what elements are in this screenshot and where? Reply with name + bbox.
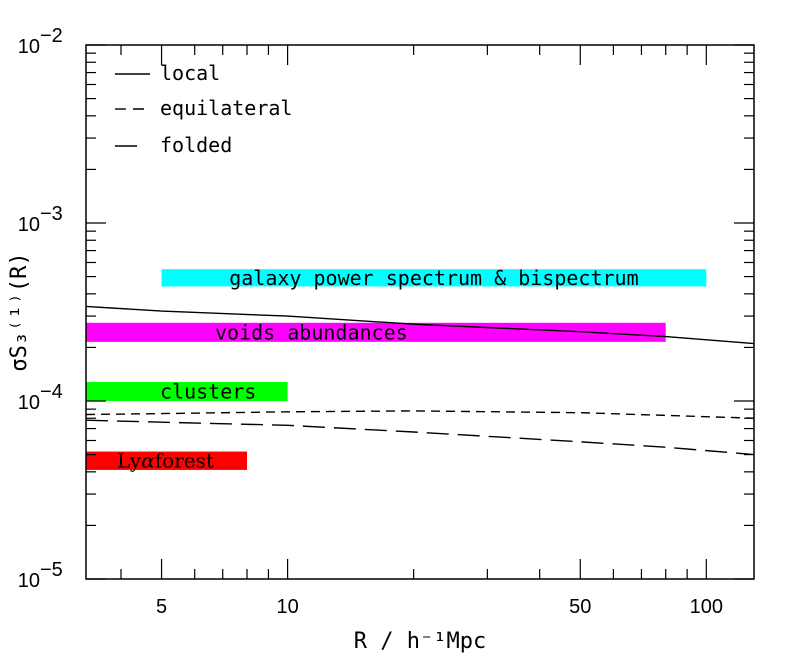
band-label-2: clusters — [160, 379, 256, 403]
legend-label-local: local — [160, 61, 220, 85]
legend-label-folded: folded — [160, 133, 232, 157]
bands-layer: galaxy power spectrum & bispectrum voids … — [86, 266, 707, 473]
band-0 — [161, 269, 707, 287]
series-layer — [85, 305, 755, 456]
legend: local equilateral folded — [115, 61, 292, 157]
x-tick-label-3: 100 — [690, 596, 723, 618]
y-axis-label: σS₃⁽¹⁾(R) — [7, 252, 32, 371]
x-axis-label: R / h⁻¹Mpc — [354, 629, 486, 654]
y-tick-label-2: 10 — [18, 214, 40, 236]
y-tick-exponent-2: −3 — [40, 203, 63, 225]
band-label-prefix: Ly — [117, 449, 142, 473]
y-tick-label-1: 10 — [18, 392, 40, 414]
band-label-1: voids abundances — [215, 320, 408, 344]
y-tick-exponent-3: −2 — [40, 25, 63, 47]
x-tick-label-2: 50 — [569, 596, 591, 618]
band-1 — [86, 322, 666, 342]
band-3 — [86, 451, 248, 470]
y-tick-exponent-1: −4 — [40, 381, 63, 403]
y-tick-exponent-0: −5 — [40, 559, 63, 581]
plot-frame — [85, 44, 755, 580]
band-label-3: Lyαforest — [117, 449, 214, 473]
y-tick-label-0: 10 — [18, 570, 40, 592]
band-2 — [86, 381, 288, 401]
band-label-greek: α — [141, 449, 155, 473]
series-line-equilateral — [85, 410, 755, 419]
band-label-suffix: forest — [155, 449, 214, 473]
x-tick-label-0: 5 — [156, 596, 167, 618]
series-line-local — [85, 305, 755, 345]
legend-label-equilateral: equilateral — [160, 96, 292, 120]
x-tick-label-1: 10 — [276, 596, 298, 618]
series-line-folded — [85, 419, 755, 456]
band-label-0: galaxy power spectrum & bispectrum — [229, 266, 638, 290]
axis-labels: R / h⁻¹Mpc σS₃⁽¹⁾(R) — [7, 252, 486, 654]
y-tick-label-3: 10 — [18, 36, 40, 58]
